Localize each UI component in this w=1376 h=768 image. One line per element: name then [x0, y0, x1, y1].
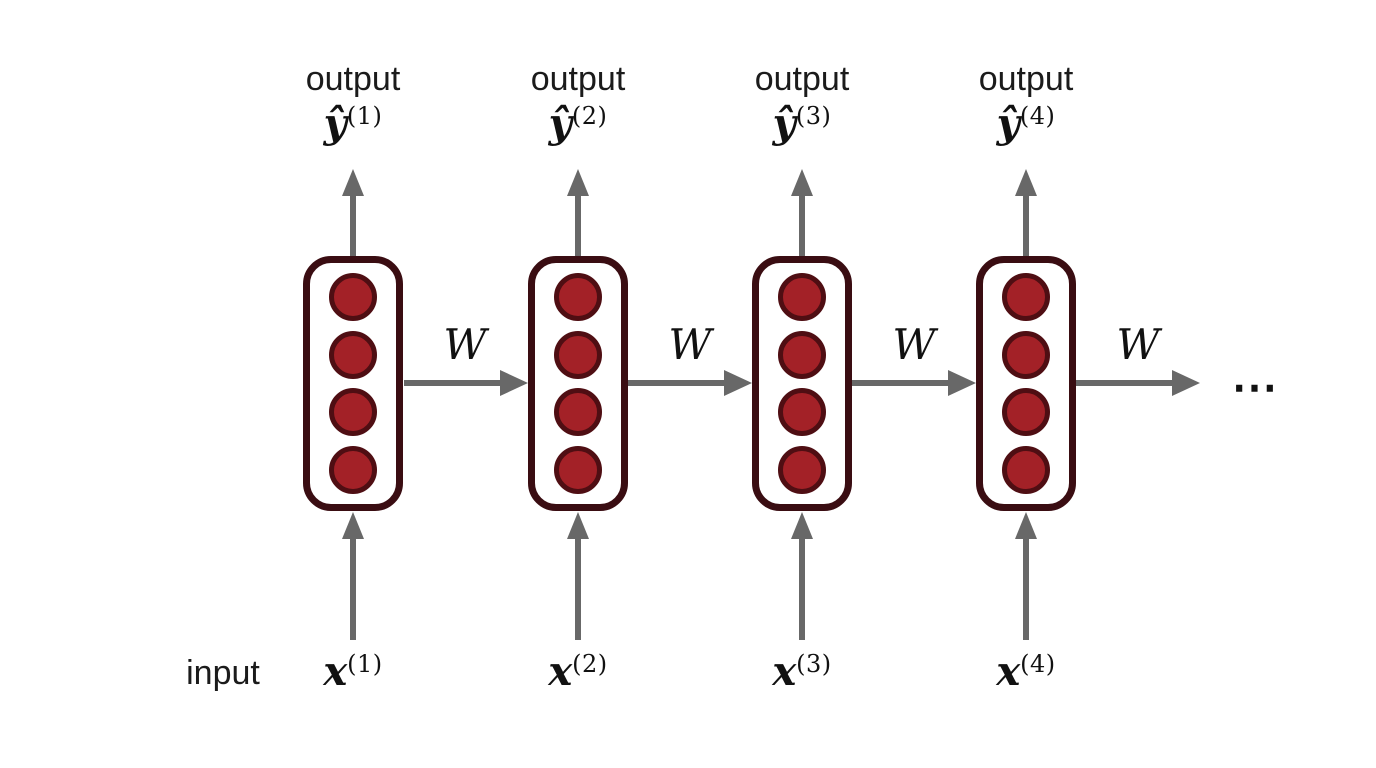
rnn-cell [303, 256, 403, 511]
rnn-cell [528, 256, 628, 511]
weight-label: W [892, 320, 936, 369]
output-arrow-icon [791, 169, 813, 196]
input-arrow-shaft [350, 536, 356, 640]
time-step-2: output ŷ(2) x(2) [478, 0, 678, 768]
input-var-superscript: (1) [347, 649, 383, 678]
recurrent-arrow-shaft [1076, 380, 1174, 386]
recurrent-arrow-icon [724, 370, 752, 396]
input-caption: input [186, 654, 260, 692]
output-arrow-shaft [799, 193, 805, 257]
input-arrow-shaft [575, 536, 581, 640]
hidden-unit [778, 446, 826, 495]
hidden-unit [554, 446, 602, 495]
output-variable: ŷ(1) [253, 100, 453, 148]
weight-label: W [1116, 320, 1160, 369]
input-arrow-shaft [1023, 536, 1029, 640]
hidden-unit [554, 272, 602, 321]
recurrent-arrow-icon [1172, 370, 1200, 396]
recurrent-arrow-icon [500, 370, 528, 396]
output-var-base: ŷ [323, 100, 347, 147]
input-var-superscript: (2) [572, 649, 608, 678]
input-arrow-shaft [799, 536, 805, 640]
hidden-unit [1002, 388, 1050, 437]
output-label: output [530, 60, 626, 98]
hidden-unit [554, 388, 602, 437]
output-var-superscript: (1) [346, 101, 383, 130]
input-arrow-icon [791, 512, 813, 539]
output-var-superscript: (4) [1019, 101, 1056, 130]
recurrent-arrow-shaft [404, 380, 502, 386]
hidden-unit [1002, 272, 1050, 321]
hidden-unit [778, 272, 826, 321]
rnn-cell [976, 256, 1076, 511]
hidden-unit [554, 330, 602, 379]
input-variable: x(4) [926, 648, 1126, 696]
hidden-unit [1002, 446, 1050, 495]
output-variable: ŷ(3) [702, 100, 902, 148]
time-step-1: output ŷ(1) x(1) [253, 0, 453, 768]
hidden-unit [329, 330, 377, 379]
hidden-unit [778, 330, 826, 379]
hidden-unit [1002, 330, 1050, 379]
output-label: output [305, 60, 401, 98]
weight-label: W [443, 320, 487, 369]
hidden-unit [329, 272, 377, 321]
hidden-unit [329, 388, 377, 437]
input-var-base: x [323, 648, 348, 695]
rnn-cell [752, 256, 852, 511]
output-arrow-icon [567, 169, 589, 196]
output-var-base: ŷ [996, 100, 1020, 147]
time-step-3: output ŷ(3) x(3) [702, 0, 902, 768]
recurrent-arrow-shaft [628, 380, 726, 386]
input-variable: x(3) [702, 648, 902, 696]
input-var-base: x [772, 648, 797, 695]
input-var-base: x [548, 648, 573, 695]
output-arrow-shaft [350, 193, 356, 257]
output-variable: ŷ(4) [926, 100, 1126, 148]
output-variable: ŷ(2) [478, 100, 678, 148]
weight-label: W [668, 320, 712, 369]
input-var-base: x [996, 648, 1021, 695]
input-arrow-icon [342, 512, 364, 539]
continuation-ellipsis: ⋯ [1231, 360, 1283, 414]
input-variable: x(2) [478, 648, 678, 696]
output-var-superscript: (3) [795, 101, 832, 130]
input-arrow-icon [567, 512, 589, 539]
output-label: output [978, 60, 1074, 98]
output-arrow-icon [1015, 169, 1037, 196]
output-var-base: ŷ [548, 100, 572, 147]
output-var-superscript: (2) [571, 101, 608, 130]
output-var-base: ŷ [772, 100, 796, 147]
output-arrow-shaft [575, 193, 581, 257]
time-step-4: output ŷ(4) x(4) [926, 0, 1126, 768]
output-arrow-icon [342, 169, 364, 196]
input-arrow-icon [1015, 512, 1037, 539]
input-var-superscript: (3) [796, 649, 832, 678]
recurrent-arrow-icon [948, 370, 976, 396]
output-arrow-shaft [1023, 193, 1029, 257]
hidden-unit [778, 388, 826, 437]
hidden-unit [329, 446, 377, 495]
input-variable: x(1) [253, 648, 453, 696]
output-label: output [754, 60, 850, 98]
recurrent-arrow-shaft [852, 380, 950, 386]
input-var-superscript: (4) [1020, 649, 1056, 678]
